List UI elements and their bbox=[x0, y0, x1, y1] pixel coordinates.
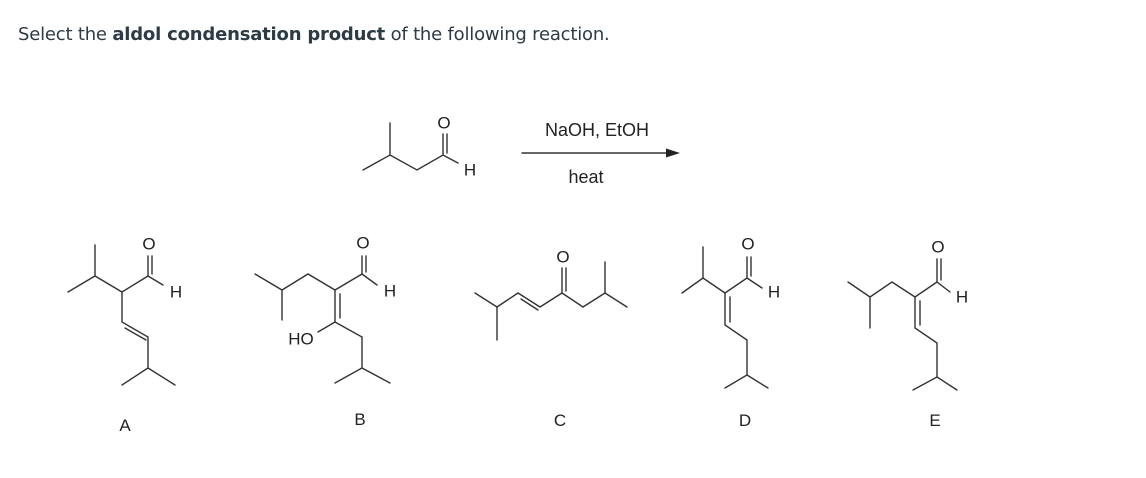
option-b[interactable]: O H HO B bbox=[250, 225, 400, 440]
question-emphasis: aldol condensation product bbox=[112, 24, 386, 45]
hydrogen-atom: H bbox=[956, 287, 968, 306]
option-label: C bbox=[554, 411, 566, 430]
oxygen-atom: O bbox=[556, 247, 569, 266]
reaction-arrow bbox=[521, 148, 680, 158]
option-e[interactable]: O H E bbox=[840, 225, 975, 440]
oxygen-atom: O bbox=[741, 234, 754, 253]
option-c[interactable]: O C bbox=[465, 240, 635, 440]
oxygen-atom: O bbox=[931, 237, 944, 256]
hydrogen-atom: H bbox=[170, 282, 182, 301]
oxygen-atom: O bbox=[142, 234, 155, 253]
option-a[interactable]: O H A bbox=[60, 225, 185, 440]
reactant-structure: O H bbox=[362, 113, 476, 179]
oxygen-atom: O bbox=[437, 113, 450, 132]
hydrogen-atom: H bbox=[768, 282, 780, 301]
hydroxyl-group: HO bbox=[288, 329, 314, 348]
conditions-label: heat bbox=[568, 167, 603, 187]
option-d[interactable]: O H D bbox=[675, 225, 790, 440]
hydrogen-atom: H bbox=[384, 281, 396, 300]
option-label: A bbox=[119, 416, 131, 435]
option-label: B bbox=[354, 410, 365, 429]
option-label: D bbox=[739, 411, 751, 430]
question-text: Select the aldol condensation product of… bbox=[18, 24, 610, 45]
oxygen-atom: O bbox=[356, 233, 369, 252]
hydrogen-atom: H bbox=[464, 160, 476, 179]
reagents-label: NaOH, EtOH bbox=[545, 120, 649, 140]
option-label: E bbox=[929, 411, 940, 430]
